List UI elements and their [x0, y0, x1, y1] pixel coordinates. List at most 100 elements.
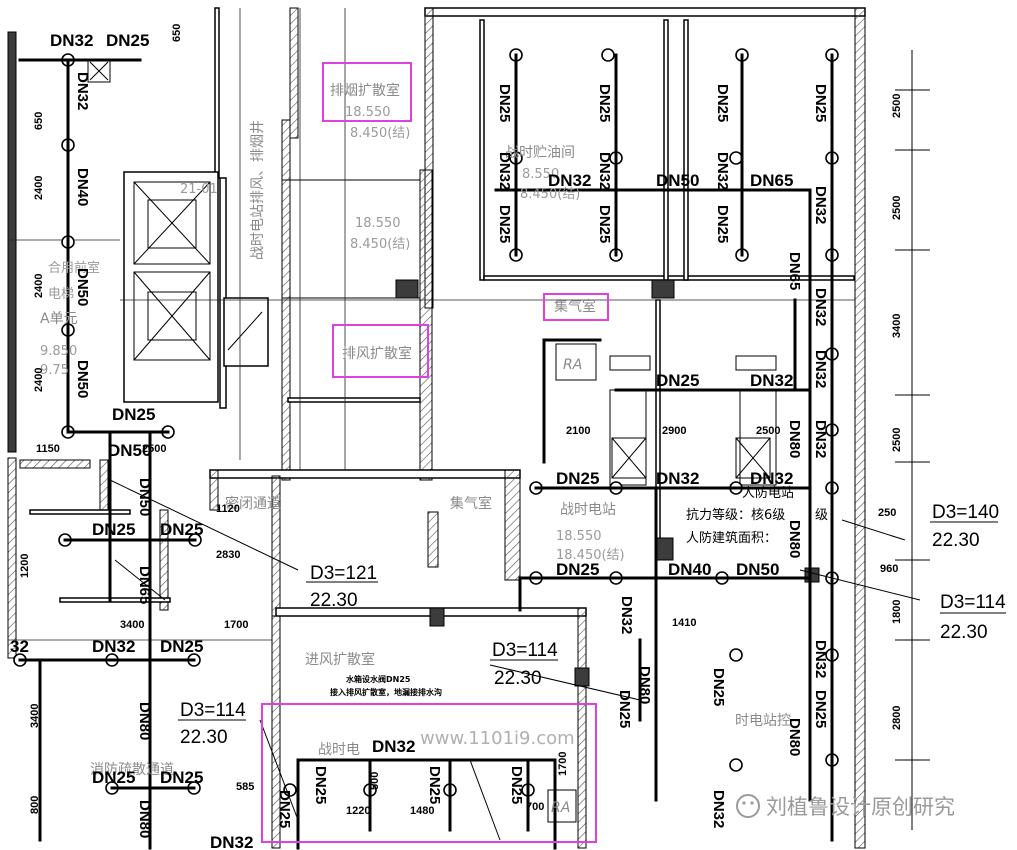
pipe-dn32-bottom: DN32	[210, 833, 253, 850]
pipe-m-dn25-2: DN25	[556, 469, 599, 488]
room-smoke-diffusion: 排烟扩散室	[330, 82, 400, 99]
walls	[7, 7, 930, 849]
dim-2900: 2900	[662, 425, 686, 437]
wechat-icon	[736, 794, 760, 818]
room-power-elev: 18.550	[556, 529, 602, 544]
dim-1700: 1700	[224, 619, 248, 631]
pipe-ot-dn25-7: DN25	[714, 205, 731, 243]
pipe-dn25-c2: DN25	[160, 768, 203, 787]
dim-r2500a: 2500	[891, 94, 903, 118]
dim-1150: 1150	[36, 443, 60, 455]
room-unit-a: A单元	[40, 311, 78, 327]
room-lift-tag: 21-01	[180, 182, 218, 197]
pipe-m-dn50: DN50	[736, 560, 779, 579]
dim-650: 650	[33, 112, 45, 130]
pipe-box-v2: DN25	[312, 766, 329, 804]
dim-r250: 250	[878, 507, 896, 519]
info-resistance: 抗力等级：核6级	[686, 507, 785, 523]
civil-defense-info: 人防电站 抗力等级：核6级 级 人防建筑面积：	[686, 485, 828, 546]
room-power-right: 时电站控	[735, 713, 791, 729]
pipe-m-dn25-3: DN25	[556, 560, 599, 579]
dim-2400a: 2400	[33, 176, 45, 200]
dim-2830: 2830	[216, 549, 240, 561]
d3-b-value: 22.30	[494, 668, 542, 689]
pipe-box-v5: DN25	[616, 690, 633, 728]
pipe-dn50-h: DN50	[656, 171, 699, 190]
room-unit-elev: 9.850	[40, 344, 77, 359]
pipe-r-dn80: DN80	[786, 420, 803, 458]
pipe-m-dn32-1: DN32	[750, 371, 793, 390]
pipe-tl-1: DN32	[50, 31, 93, 50]
info-resistance-tail: 级	[815, 508, 828, 523]
info-civil-station: 人防电站	[742, 485, 794, 501]
ra-label-top: RA	[563, 357, 582, 373]
ra-label-bottom: RA	[551, 800, 570, 816]
room-labels: 排烟扩散室 18.550 8.450(结) 18.550 8.450(结) 排风…	[40, 82, 791, 778]
pipe-dn65-h: DN65	[750, 171, 793, 190]
dim-2400c: 2400	[33, 368, 45, 392]
pipe-box-v4: DN25	[508, 766, 525, 804]
pipe-ot-dn25-2: DN25	[596, 84, 613, 122]
room-unit-elev2: 9.75	[40, 363, 69, 378]
pipe-box-v1: DN25	[276, 790, 293, 828]
room-mid-elev: 18.550	[355, 216, 401, 231]
pipe-dn50-left: DN50	[108, 441, 151, 460]
pipe-dn50-v: DN50	[136, 478, 153, 516]
pipe-r-dn65: DN65	[786, 252, 803, 290]
pipe-m-dn32-2: DN32	[656, 469, 699, 488]
dim-800: 800	[29, 796, 41, 814]
room-lift-room: 电梯	[48, 287, 74, 302]
room-exhaust-diffusion: 排风扩散室	[342, 345, 412, 362]
dim-2500b: 2500	[756, 425, 780, 437]
pipe-v-dn50b: DN50	[74, 360, 91, 398]
room-smoke-elev2: 8.450(结)	[350, 126, 410, 141]
room-mid-elev2: 8.450(结)	[350, 237, 410, 252]
pipe-r-dn32-3: DN32	[812, 420, 829, 458]
pipe-v-dn32-left: DN32	[74, 72, 91, 110]
room-oil-elev2: 8.450(结)	[520, 187, 580, 202]
pipe-dn80-c: DN80	[136, 702, 153, 740]
d3-d-value: 22.30	[932, 530, 980, 551]
room-power-station: 战时电站	[560, 502, 616, 518]
pipe-v-dn25-a: DN25	[710, 668, 727, 706]
pipe-r-dn32-2: DN32	[812, 350, 829, 388]
pipe-m-dn32-v: DN32	[618, 596, 635, 634]
dim-1120: 1120	[216, 503, 240, 515]
room-gas-collection-top: 集气室	[554, 298, 596, 315]
dim-500: 500	[369, 772, 381, 790]
note-block: 水箱设水阀DN25 接入排风扩散室，地漏接排水沟	[330, 674, 442, 697]
dim-r3400: 3400	[891, 314, 903, 338]
pipe-m-dn32-3: DN32	[750, 469, 793, 488]
pipe-v-dn80-a: DN80	[636, 666, 653, 704]
pipe-v-dn25-b: DN25	[812, 690, 829, 728]
pipe-ot-dn25-6: DN25	[596, 205, 613, 243]
pipe-v-dn32-c: DN32	[710, 790, 727, 828]
pipe-ot-dn32-2: DN32	[596, 152, 613, 190]
pipe-box-dn32: DN32	[372, 737, 415, 756]
room-shaft-text: 战时电站排风、排烟井	[250, 120, 266, 260]
pipe-ot-dn25-5: DN25	[496, 205, 513, 243]
dim-585: 585	[236, 781, 254, 793]
pipe-dn25-left: DN25	[112, 405, 155, 424]
room-gas-collection-mid: 集气室	[450, 495, 492, 512]
elevation-tags: D3=121 22.30 D3=114 22.30 D3=114 22.30 D…	[178, 502, 1006, 748]
watermark-text: www.1101i9.com	[420, 728, 575, 749]
dim-2500: 2500	[142, 443, 166, 455]
info-area: 人防建筑面积：	[686, 530, 777, 546]
dim-r2800: 2800	[891, 706, 903, 730]
room-corridor: 密闭通道	[225, 495, 281, 512]
pipe-dn65-v: DN65	[136, 566, 153, 604]
pipe-dn32-b1: DN32	[92, 637, 135, 656]
note-line-2: 接入排风扩散室，地漏接排水沟	[330, 687, 442, 697]
pipe-m-dn40: DN40	[668, 560, 711, 579]
pipe-ot-dn32-3: DN32	[714, 152, 731, 190]
pipe-tl-2: DN25	[106, 31, 149, 50]
d3-e-label: D3=114	[940, 592, 1006, 613]
dim-d600: 650	[171, 24, 183, 42]
room-oil-elev: 8.550	[522, 167, 559, 182]
pipe-dn25-l2: DN25	[92, 520, 135, 539]
d3-c-label: D3=114	[180, 700, 246, 721]
dim-1410: 1410	[672, 617, 696, 629]
dim-3400b: 3400	[29, 704, 41, 728]
equipment: RA RA	[87, 59, 597, 823]
